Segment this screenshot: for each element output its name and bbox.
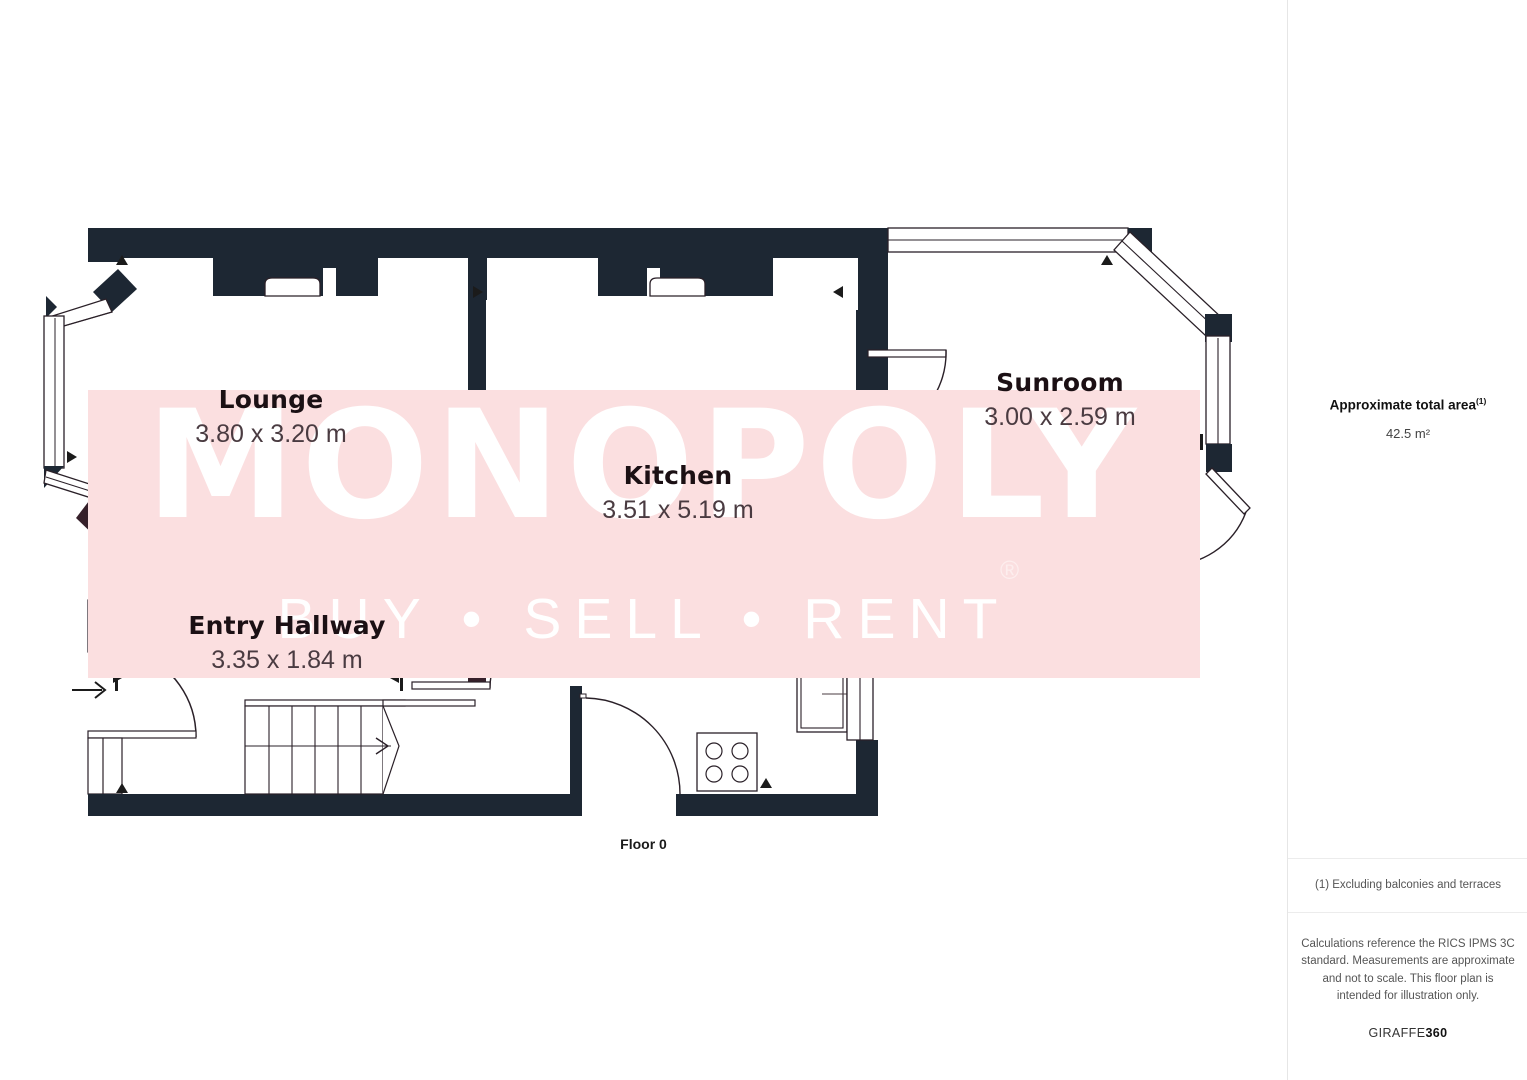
total-area-value: 42.5 m² bbox=[1385, 425, 1431, 441]
room-label-lounge: Lounge 3.80 x 3.20 m bbox=[146, 385, 396, 449]
room-name-entry-hallway: Entry Hallway bbox=[188, 611, 386, 640]
info-sidebar: Approximate total area(1) 42.5 m² (1) Ex… bbox=[1287, 0, 1527, 1080]
total-area-title-text: Approximate total area bbox=[1329, 397, 1476, 413]
fireplace-lounge bbox=[264, 277, 321, 297]
room-dims-kitchen: 3.51 x 5.19 m bbox=[602, 496, 754, 524]
sidebar-divider-bottom bbox=[1288, 912, 1527, 913]
room-label-sunroom: Sunroom 3.00 x 2.59 m bbox=[935, 368, 1185, 432]
disclaimer-block: Calculations reference the RICS IPMS 3C … bbox=[1288, 936, 1527, 1005]
disclaimer-text: Calculations reference the RICS IPMS 3C … bbox=[1301, 938, 1515, 1002]
total-area-footnote-marker: (1) bbox=[1475, 396, 1487, 406]
room-dims-lounge: 3.80 x 3.20 m bbox=[195, 420, 347, 448]
floor-plan-canvas: MONOPOLY BUY • SELL • RENT ® Lounge 3.80… bbox=[43, 227, 1251, 852]
staircase bbox=[244, 699, 476, 795]
cooktop bbox=[696, 732, 758, 792]
sidebar-divider-top bbox=[1288, 858, 1527, 859]
watermark-registered-icon: ® bbox=[1000, 555, 1020, 585]
room-dims-entry-hallway: 3.35 x 1.84 m bbox=[211, 646, 363, 674]
kitchen-window-east bbox=[846, 647, 874, 741]
provider-brand-suffix: 360 bbox=[1425, 1026, 1448, 1040]
provider-brand-prefix: GIRAFFE bbox=[1368, 1026, 1426, 1040]
room-label-entry-hallway: Entry Hallway 3.35 x 1.84 m bbox=[162, 611, 412, 675]
door-lounge bbox=[366, 511, 449, 591]
footnote-block: (1) Excluding balconies and terraces bbox=[1288, 877, 1527, 894]
room-label-kitchen: Kitchen 3.51 x 5.19 m bbox=[553, 461, 803, 525]
room-name-sunroom: Sunroom bbox=[996, 368, 1124, 397]
door-kitchen-south bbox=[579, 693, 681, 795]
total-area-block: Approximate total area(1) 42.5 m² bbox=[1288, 396, 1527, 441]
floor-level-label: Floor 0 bbox=[620, 836, 667, 852]
room-name-lounge: Lounge bbox=[218, 385, 324, 414]
floor-plan-drawing bbox=[43, 227, 1251, 816]
total-area-title: Approximate total area(1) bbox=[1300, 396, 1516, 413]
provider-brand-block: GIRAFFE360 bbox=[1288, 1026, 1527, 1040]
fireplace-kitchen bbox=[649, 277, 706, 297]
provider-brand: GIRAFFE360 bbox=[1300, 1026, 1516, 1040]
room-name-kitchen: Kitchen bbox=[623, 461, 733, 490]
appliance-cabinet bbox=[796, 654, 848, 733]
bay-window-left bbox=[43, 269, 137, 541]
footnote-text: (1) Excluding balconies and terraces bbox=[1314, 879, 1502, 891]
room-dims-sunroom: 3.00 x 2.59 m bbox=[984, 403, 1136, 431]
